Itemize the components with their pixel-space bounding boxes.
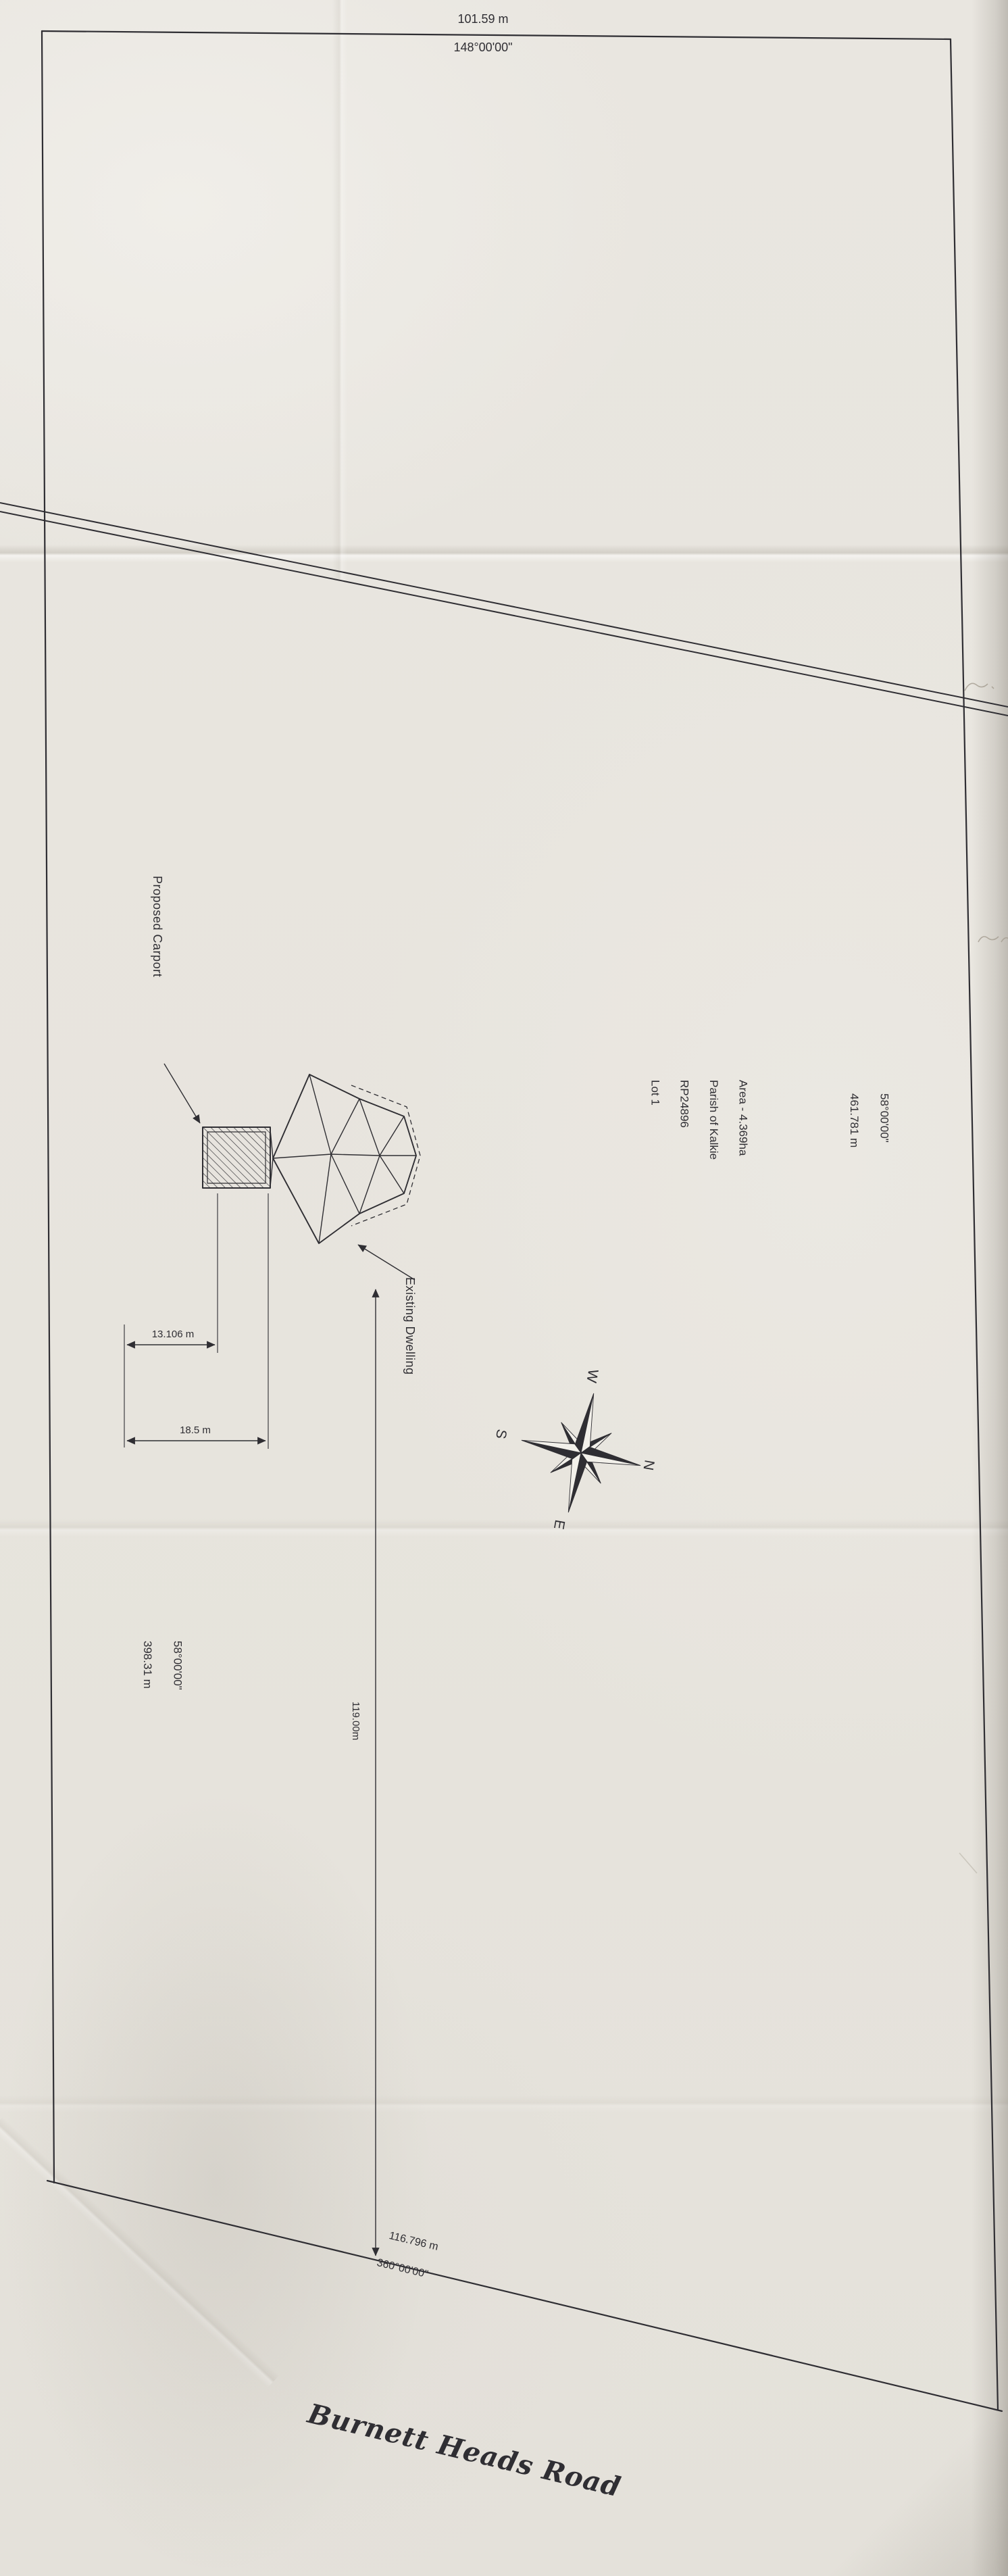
lot-info-block: Lot 1 RP24896 Parish of Kalkie Area - 4.… — [640, 1080, 757, 1160]
dwelling-group — [202, 1074, 421, 1244]
carport-leader-line — [163, 1063, 201, 1124]
carport-inner-outline — [207, 1131, 266, 1184]
compass-cardinal-points — [521, 1393, 641, 1513]
right-boundary-length: 461.781 m — [848, 1093, 861, 1148]
dwelling-roof-hip-lines — [270, 1074, 416, 1244]
top-boundary-bearing: 148°00'00" — [453, 41, 513, 54]
lot-number: Lot 1 — [649, 1080, 662, 1106]
lot-boundary-right — [949, 38, 999, 2411]
dwelling-leader-line — [357, 1244, 415, 1281]
dim-text-dwelling: 18.5 m — [180, 1425, 211, 1436]
plan-number: RP24896 — [678, 1080, 691, 1128]
compass-rose — [521, 1393, 641, 1513]
top-boundary-length: 101.59 m — [457, 12, 509, 26]
dim-text-carport: 13.106 m — [151, 1329, 195, 1340]
proposed-carport-label: Proposed Carport — [151, 876, 164, 978]
easement-line-lower — [0, 511, 1008, 716]
right-boundary-dimension: 461.781 m 58°00'00" — [839, 1093, 899, 1147]
existing-dwelling-label: Existing Dwelling — [403, 1277, 417, 1375]
dim-text-road-setback: 119.00m — [350, 1702, 361, 1741]
dwelling-eave-dashed-line — [351, 1085, 421, 1227]
carport-hatched-rect — [202, 1126, 271, 1189]
pencil-mark — [964, 683, 994, 691]
left-boundary-dimension: 398.31 m 58°00'00" — [132, 1641, 192, 1690]
compass-label-west: W — [583, 1368, 601, 1384]
lot-area: Area - 4.369ha — [736, 1080, 750, 1156]
pencil-mark — [978, 936, 1008, 943]
pencil-mark — [959, 1852, 978, 1874]
parish-name: Parish of Kalkie — [707, 1080, 721, 1160]
easement-line-upper — [0, 502, 1008, 708]
lot-boundary-top — [41, 30, 952, 41]
left-boundary-bearing: 58°00'00" — [171, 1641, 184, 1690]
left-boundary-length: 398.31 m — [141, 1641, 155, 1689]
lot-boundary-frontage-road-line — [46, 2179, 1003, 2412]
right-boundary-bearing: 58°00'00" — [878, 1093, 891, 1143]
lot-boundary-left — [41, 30, 55, 2184]
dwelling-roof-outline — [272, 1074, 417, 1244]
